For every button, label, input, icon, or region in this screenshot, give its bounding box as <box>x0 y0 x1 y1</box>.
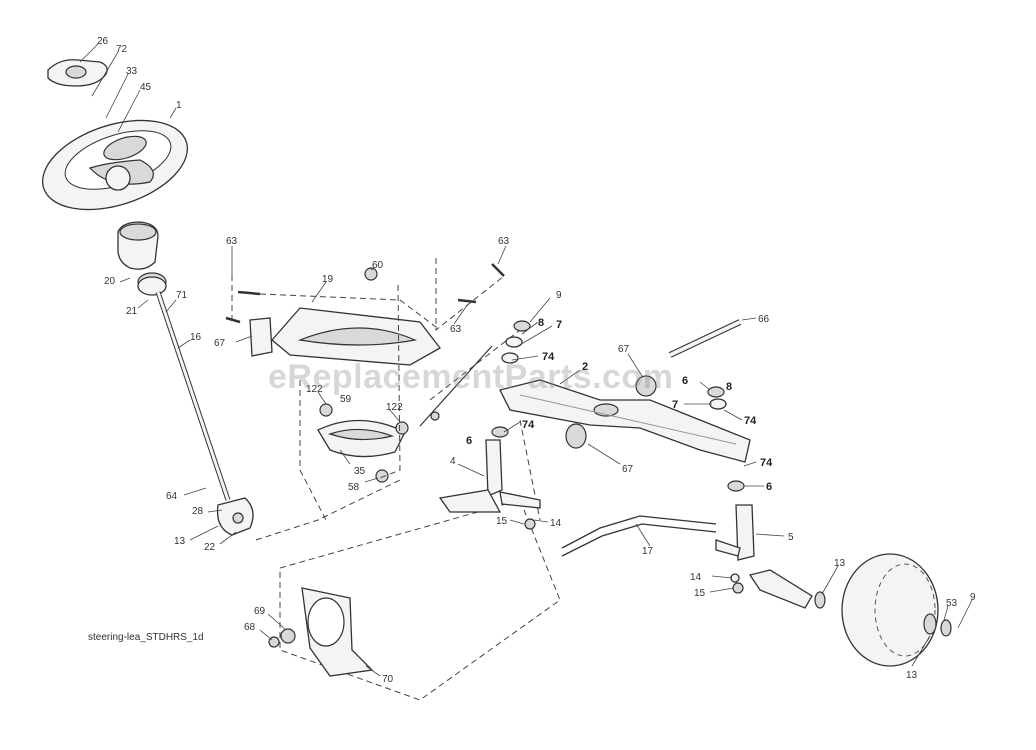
part-label: 7 <box>556 319 562 331</box>
diagram-id: steering-lea_STDHRS_1d <box>88 632 204 643</box>
part-label: 6 <box>466 435 472 447</box>
pivot-bolt <box>668 319 742 358</box>
part-label: 67 <box>214 338 226 349</box>
part-label: 64 <box>166 491 178 502</box>
part-label: 13 <box>174 536 186 547</box>
part-label: 74 <box>522 419 535 431</box>
part-label: 9 <box>556 290 562 301</box>
part-label: 59 <box>340 394 352 405</box>
part-label: 1 <box>176 100 182 111</box>
bracket-nuts <box>319 267 409 483</box>
part-label: 19 <box>322 274 334 285</box>
part-label: 122 <box>306 384 323 395</box>
part-label: 13 <box>906 670 918 681</box>
part-label: 74 <box>760 457 773 469</box>
part-label: 17 <box>642 546 654 557</box>
part-label: 67 <box>622 464 634 475</box>
part-label: 2 <box>582 361 588 373</box>
part-label: 67 <box>618 344 630 355</box>
front-wheel <box>814 553 952 667</box>
part-label: 74 <box>744 415 757 427</box>
steering-pinion <box>216 497 254 536</box>
part-label: 60 <box>372 260 384 271</box>
steering-cap <box>47 59 108 87</box>
part-label: 6 <box>766 481 772 493</box>
watermark: eReplacementParts.com <box>268 358 674 396</box>
part-label: 26 <box>97 36 109 47</box>
axle-bushings <box>491 320 745 492</box>
part-label: 74 <box>542 351 555 363</box>
part-label: 5 <box>788 532 794 543</box>
part-label: 16 <box>190 332 202 343</box>
steering-bushing <box>117 221 159 270</box>
part-label: 15 <box>694 588 706 599</box>
part-label: 71 <box>176 290 188 301</box>
part-label: 15 <box>496 516 508 527</box>
left-spindle <box>438 439 541 513</box>
part-label: 35 <box>354 466 366 477</box>
part-label: 45 <box>140 82 152 93</box>
part-label: 13 <box>834 558 846 569</box>
part-label: 28 <box>192 506 204 517</box>
part-label: 63 <box>498 236 510 247</box>
part-label: 72 <box>116 44 128 55</box>
steering-gear <box>137 272 167 296</box>
part-label: 7 <box>672 399 678 411</box>
steering-wheel <box>41 119 189 211</box>
part-label: 58 <box>348 482 360 493</box>
part-label: 8 <box>538 317 544 329</box>
part-label: 69 <box>254 606 266 617</box>
steering-bracket <box>249 307 441 366</box>
mounting-plate <box>268 587 374 677</box>
part-label: 63 <box>226 236 238 247</box>
part-label: 14 <box>550 518 562 529</box>
part-label: 70 <box>382 674 394 685</box>
part-label: 21 <box>126 306 138 317</box>
part-label: 22 <box>204 542 216 553</box>
part-label: 66 <box>758 314 770 325</box>
steering-plate <box>317 419 406 458</box>
part-label: 63 <box>450 324 462 335</box>
part-label: 9 <box>970 592 976 603</box>
part-label: 20 <box>104 276 116 287</box>
part-label: 4 <box>450 456 456 467</box>
part-label: 14 <box>690 572 702 583</box>
part-label: 68 <box>244 622 256 633</box>
part-label: 8 <box>726 381 732 393</box>
bracket-bolts <box>225 263 505 324</box>
part-label: 6 <box>682 375 688 387</box>
small-hardware <box>419 345 744 594</box>
steering-shaft <box>155 291 231 501</box>
part-label: 33 <box>126 66 138 77</box>
part-label: 53 <box>946 598 958 609</box>
front-axle <box>499 379 751 463</box>
right-spindle <box>715 504 813 609</box>
part-label: 122 <box>386 402 403 413</box>
tie-rod <box>561 515 717 557</box>
